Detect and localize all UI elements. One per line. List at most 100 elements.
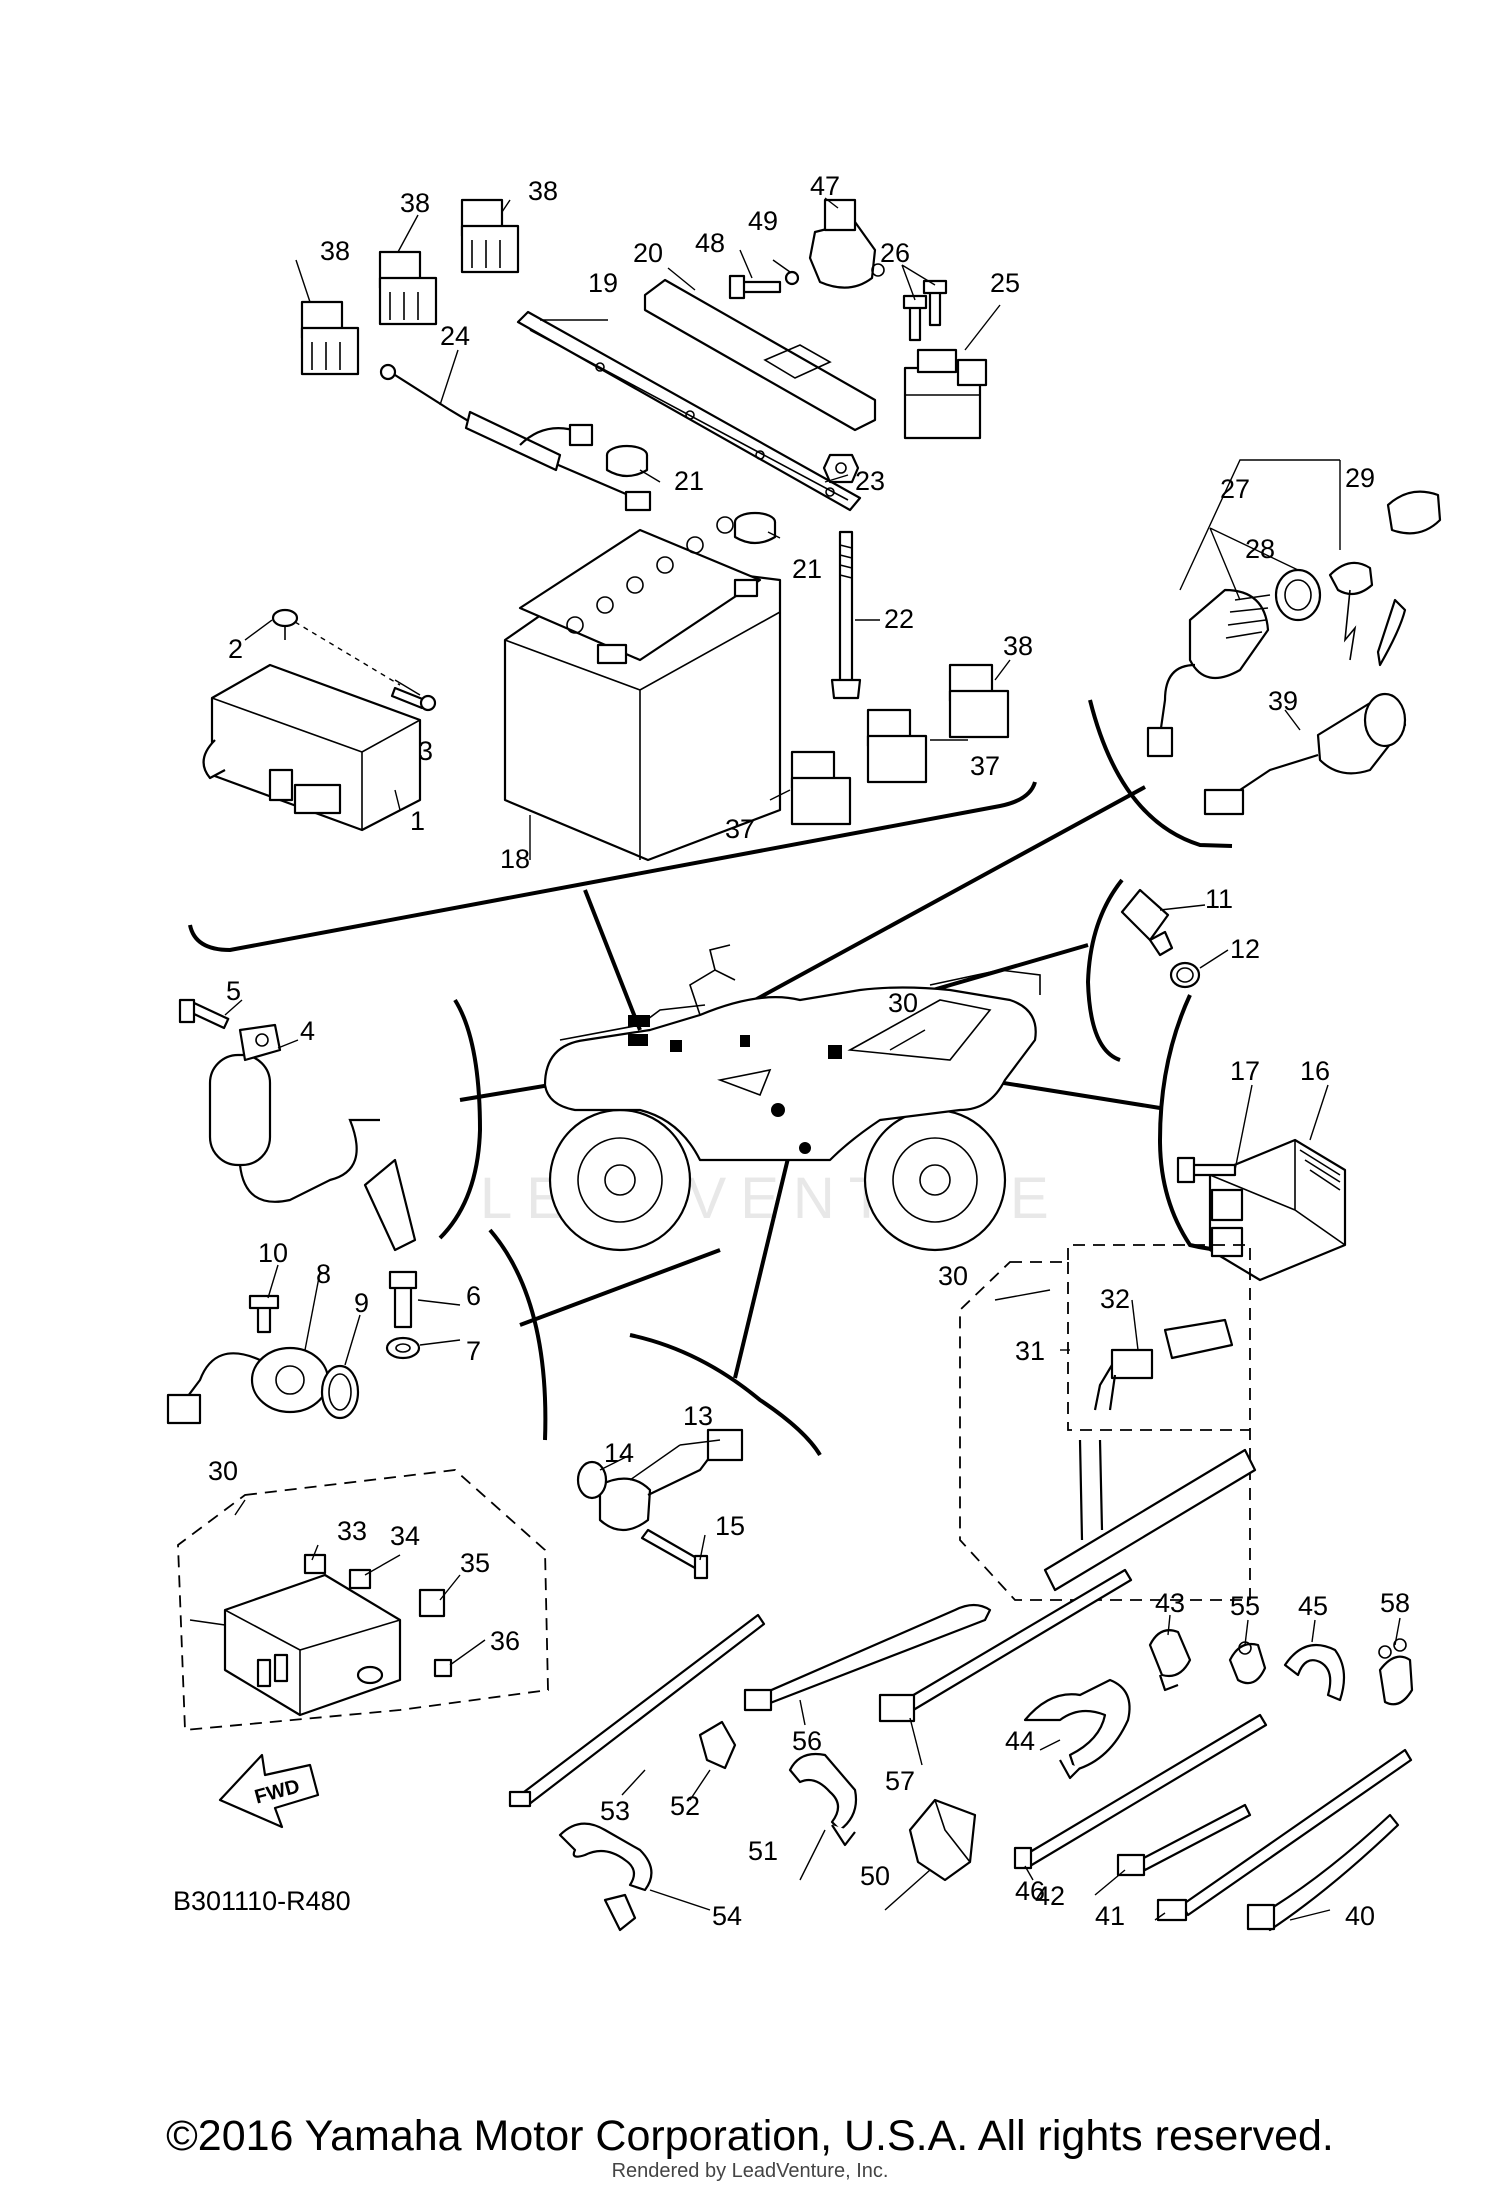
callout-16: 16 bbox=[1300, 1056, 1330, 1086]
callout-6: 6 bbox=[466, 1281, 481, 1311]
atv-mark-seat bbox=[740, 1035, 750, 1047]
switch-39 bbox=[1203, 692, 1407, 816]
relay-37-a bbox=[790, 750, 852, 826]
callout-30-atv: 30 bbox=[888, 988, 918, 1018]
gasket-12 bbox=[1169, 961, 1201, 989]
callout-17: 17 bbox=[1230, 1056, 1260, 1086]
callout-38c: 38 bbox=[528, 176, 558, 206]
callout-54: 54 bbox=[712, 1901, 742, 1931]
clamp-52 bbox=[698, 1720, 737, 1770]
callout-27: 27 bbox=[1220, 474, 1250, 504]
callout-51: 51 bbox=[748, 1836, 778, 1866]
starter-relay-25 bbox=[903, 348, 988, 440]
callout-1: 1 bbox=[410, 806, 425, 836]
callout-36: 36 bbox=[490, 1626, 520, 1656]
sensor-11 bbox=[1120, 888, 1174, 957]
callout-46: 46 bbox=[1015, 1876, 1045, 1906]
cable-tie-57 bbox=[878, 1568, 1133, 1723]
atv-mark-rear bbox=[828, 1045, 842, 1059]
grommet-2-dash bbox=[294, 621, 401, 686]
callout-52: 52 bbox=[670, 1791, 700, 1821]
callout-7: 7 bbox=[466, 1336, 481, 1366]
clamp-45 bbox=[1283, 1643, 1346, 1702]
callout-23: 23 bbox=[855, 466, 885, 496]
rectifier-16 bbox=[1208, 1138, 1347, 1282]
battery-cover-20 bbox=[643, 278, 877, 432]
callout-39: 39 bbox=[1268, 686, 1298, 716]
callout-21b: 21 bbox=[792, 554, 822, 584]
callout-57: 57 bbox=[885, 1766, 915, 1796]
clamp-50 bbox=[908, 1798, 977, 1882]
callout-53: 53 bbox=[600, 1796, 630, 1826]
bolt-15 bbox=[640, 1528, 709, 1580]
callout-2: 2 bbox=[228, 634, 243, 664]
relay-38-a bbox=[300, 300, 360, 376]
callout-15: 15 bbox=[715, 1511, 745, 1541]
callout-30-left: 30 bbox=[208, 1456, 238, 1486]
callout-40: 40 bbox=[1345, 1901, 1375, 1931]
callout-3: 3 bbox=[418, 736, 433, 766]
relay-38-d bbox=[948, 663, 1010, 739]
callout-45: 45 bbox=[1298, 1591, 1328, 1621]
clamp-43 bbox=[1148, 1629, 1192, 1692]
relay-38-c bbox=[460, 198, 520, 274]
callout-20: 20 bbox=[633, 238, 663, 268]
callout-38: 38 bbox=[320, 236, 350, 266]
clamp-55 bbox=[1228, 1641, 1267, 1685]
callout-25: 25 bbox=[990, 268, 1020, 298]
key-29 bbox=[1328, 561, 1407, 667]
callout-37: 37 bbox=[725, 814, 755, 844]
battery-18 bbox=[503, 516, 782, 862]
clamp-58 bbox=[1378, 1638, 1414, 1706]
callout-32: 32 bbox=[1100, 1284, 1130, 1314]
callout-13: 13 bbox=[683, 1401, 713, 1431]
atv-mark-front bbox=[628, 1015, 650, 1027]
cable-tie-56 bbox=[743, 1603, 992, 1712]
atv-illustration bbox=[543, 944, 1041, 1252]
bolt-5 bbox=[178, 998, 230, 1030]
o-ring-14 bbox=[576, 1460, 608, 1500]
battery-band-24 bbox=[379, 363, 652, 512]
callout-26: 26 bbox=[880, 238, 910, 268]
grommet-2 bbox=[271, 608, 299, 640]
callout-48: 48 bbox=[695, 228, 725, 258]
callout-5: 5 bbox=[226, 976, 241, 1006]
callout-12: 12 bbox=[1230, 934, 1260, 964]
callout-28: 28 bbox=[1245, 534, 1275, 564]
callout-29: 29 bbox=[1345, 463, 1375, 493]
o-ring-9 bbox=[320, 1364, 360, 1420]
cable-tie-53 bbox=[508, 1613, 766, 1808]
battery-holder-19 bbox=[516, 310, 862, 512]
atv-mark-engine-2 bbox=[799, 1142, 811, 1154]
callout-22: 22 bbox=[884, 604, 914, 634]
callout-41: 41 bbox=[1095, 1901, 1125, 1931]
reference-code: B301110-R480 bbox=[173, 1886, 351, 1916]
callout-49: 49 bbox=[748, 206, 778, 236]
callout-labels: 1 2 3 4 5 6 7 8 9 10 11 12 13 14 15 16 1… bbox=[208, 171, 1410, 1931]
washer-7 bbox=[385, 1336, 421, 1360]
relay-37-b bbox=[866, 708, 928, 784]
callout-35: 35 bbox=[460, 1548, 490, 1578]
atv-mark-engine bbox=[771, 1103, 785, 1117]
main-switch-27 bbox=[1146, 588, 1271, 758]
nut-23 bbox=[822, 453, 860, 484]
cable-tie-42 bbox=[1116, 1803, 1252, 1877]
rendered-by-text: Rendered by LeadVenture, Inc. bbox=[611, 2160, 889, 2182]
callout-33: 33 bbox=[337, 1516, 367, 1546]
damper-21-b bbox=[733, 511, 777, 545]
callout-21: 21 bbox=[674, 466, 704, 496]
damper-21-a bbox=[605, 444, 649, 478]
callout-9: 9 bbox=[354, 1288, 369, 1318]
callout-38d: 38 bbox=[1003, 631, 1033, 661]
callout-50: 50 bbox=[860, 1861, 890, 1891]
callout-34: 34 bbox=[390, 1521, 420, 1551]
callout-4: 4 bbox=[300, 1016, 315, 1046]
clamp-54 bbox=[558, 1822, 653, 1932]
clamp-51 bbox=[788, 1752, 858, 1847]
ignition-coil-4 bbox=[208, 1023, 417, 1252]
ecu-1 bbox=[202, 663, 422, 832]
bolt-22 bbox=[830, 530, 862, 700]
callout-11: 11 bbox=[1205, 884, 1233, 914]
cable-tie-40 bbox=[1246, 1813, 1400, 1932]
